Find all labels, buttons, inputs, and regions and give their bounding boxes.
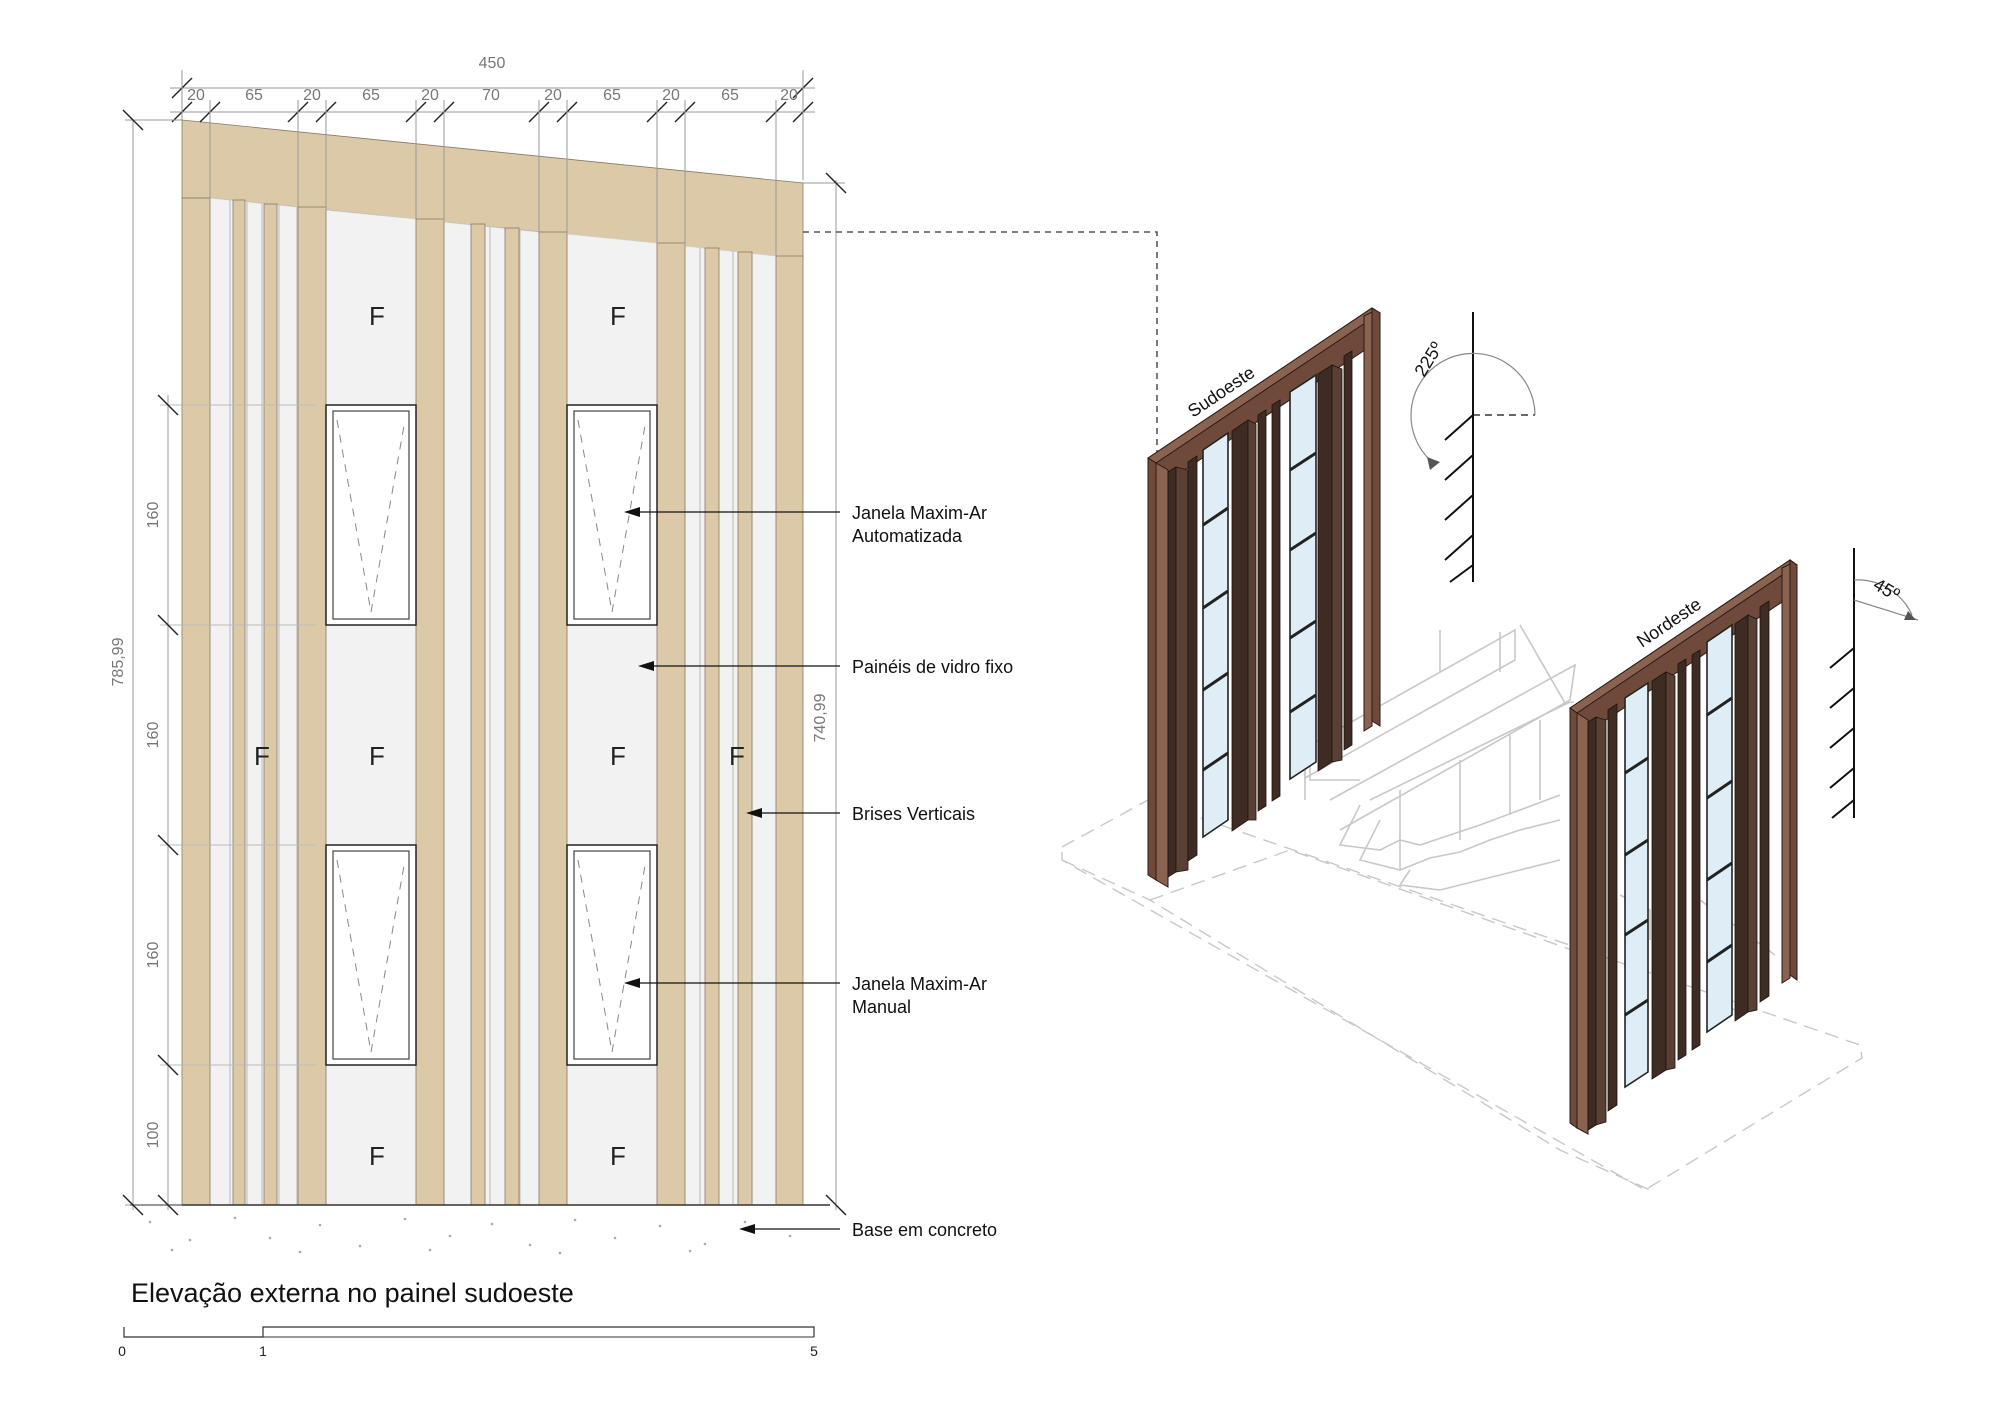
dim-segment: 20 xyxy=(544,87,562,104)
panel-nordeste xyxy=(1569,559,1798,1135)
elevation: F F F F F F F F xyxy=(110,55,1013,1359)
dim-segment: 65 xyxy=(603,87,621,104)
dim-vertical-segment: 100 xyxy=(145,1122,162,1149)
fixed-mark: F xyxy=(729,741,745,771)
dim-overall-width: 450 xyxy=(479,55,506,72)
brise xyxy=(263,203,278,1206)
scale-tick: 1 xyxy=(259,1343,267,1359)
drawing-title: Elevação externa no painel sudoeste xyxy=(131,1278,574,1308)
angle-label: 225º xyxy=(1410,338,1447,380)
scale-tick: 0 xyxy=(118,1343,126,1359)
orientation-sudoeste: 225º xyxy=(1410,312,1536,583)
window-maxim-ar-auto xyxy=(325,404,417,626)
right-dimension: 740,99 xyxy=(803,172,847,1216)
scale-tick: 5 xyxy=(810,1343,818,1359)
window-maxim-ar-auto xyxy=(566,404,658,626)
dim-vertical-segment: 160 xyxy=(145,722,162,749)
fixed-mark: F xyxy=(610,741,626,771)
brise xyxy=(656,242,686,1206)
glass-panel xyxy=(684,245,777,1206)
dim-segment: 65 xyxy=(721,87,739,104)
reference-line xyxy=(803,231,1158,455)
dim-segment: 70 xyxy=(482,87,500,104)
brise xyxy=(470,223,486,1206)
fixed-mark: F xyxy=(610,1141,626,1171)
label-leaders xyxy=(624,507,840,1234)
brise xyxy=(504,227,520,1206)
fixed-mark: F xyxy=(369,1141,385,1171)
dim-segment: 65 xyxy=(245,87,263,104)
window-maxim-ar-manual xyxy=(566,844,658,1066)
label-fixed-glass: Painéis de vidro fixo xyxy=(852,657,1013,677)
top-dimensions: 450 20 65 20 65 20 70 20 65 20 65 20 xyxy=(170,55,815,256)
dim-right-height: 740,99 xyxy=(812,693,829,742)
dim-segment: 20 xyxy=(421,87,439,104)
dim-segment: 20 xyxy=(303,87,321,104)
left-dimensions: 785,99 160 160 160 100 xyxy=(110,109,182,1216)
orientation-nordeste: 45º xyxy=(1829,548,1919,819)
brise xyxy=(181,197,211,1206)
brise xyxy=(538,231,568,1206)
label-window-auto: Janela Maxim-Ar xyxy=(852,503,987,523)
dim-segment: 20 xyxy=(187,87,205,104)
brise xyxy=(297,206,327,1206)
label-window-auto: Automatizada xyxy=(852,526,963,546)
concrete-base xyxy=(148,1216,792,1255)
fixed-mark: F xyxy=(369,741,385,771)
dim-overall-height: 785,99 xyxy=(110,637,127,686)
fixed-mark: F xyxy=(254,741,270,771)
scale-bar: 0 1 5 xyxy=(118,1326,818,1359)
fixed-mark: F xyxy=(610,301,626,331)
label-window-manual: Janela Maxim-Ar xyxy=(852,974,987,994)
angle-label: 45º xyxy=(1870,574,1903,605)
brise xyxy=(232,199,246,1206)
brise xyxy=(415,218,445,1206)
brise xyxy=(775,255,804,1206)
dim-vertical-segment: 160 xyxy=(145,502,162,529)
brise xyxy=(737,251,753,1206)
dim-segment: 65 xyxy=(362,87,380,104)
window-maxim-ar-manual xyxy=(325,844,417,1066)
fixed-mark: F xyxy=(369,301,385,331)
panel-sudoeste xyxy=(1147,307,1381,888)
label-window-manual: Manual xyxy=(852,997,911,1017)
label-base: Base em concreto xyxy=(852,1220,997,1240)
dim-segment: 20 xyxy=(662,87,680,104)
dim-segment: 20 xyxy=(780,87,798,104)
glass-panel xyxy=(443,221,540,1206)
label-brises: Brises Verticais xyxy=(852,804,975,824)
isometric-view: Sudoeste Nordeste 225º 45º xyxy=(1061,307,1919,1191)
brise xyxy=(704,247,720,1206)
dim-vertical-segment: 160 xyxy=(145,942,162,969)
